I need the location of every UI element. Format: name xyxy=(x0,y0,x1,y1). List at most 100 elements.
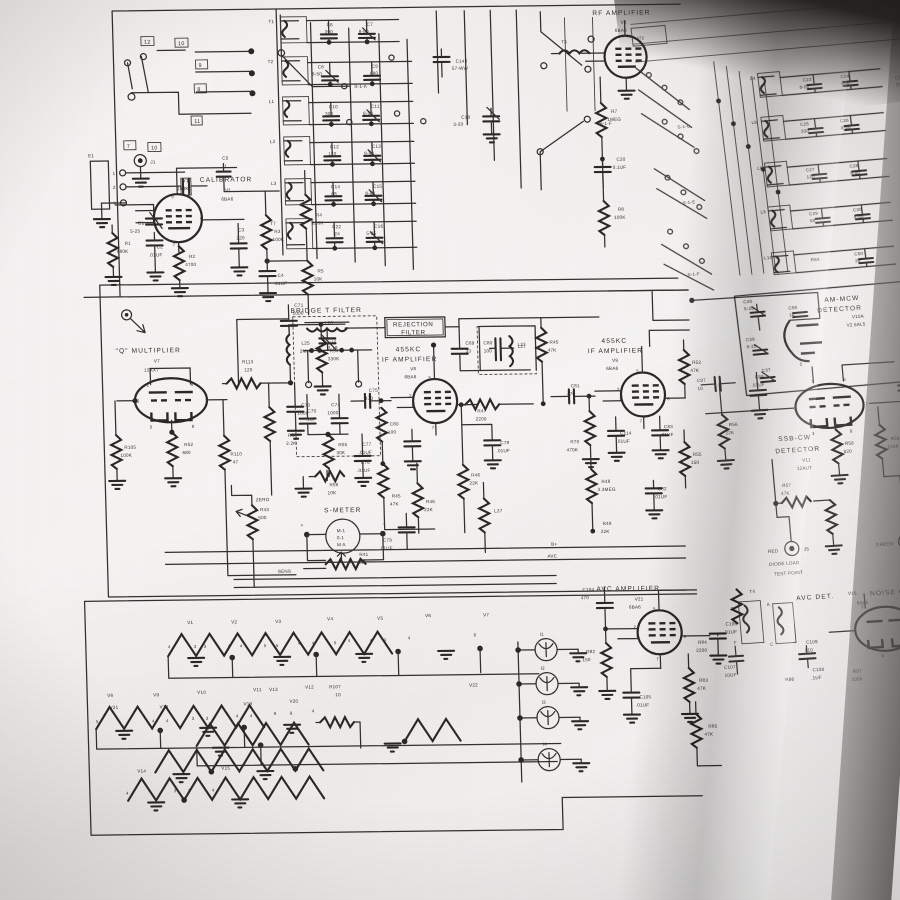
stage-am-mcw-detector: AM-MCW DETECTOR V10A V2 6AL5 2 5 xyxy=(689,291,866,367)
svg-text:C104: C104 xyxy=(582,587,594,592)
svg-text:C10: C10 xyxy=(329,104,338,109)
svg-text:V10A: V10A xyxy=(852,314,865,320)
svg-text:M-1: M-1 xyxy=(337,528,346,533)
svg-text:4: 4 xyxy=(126,791,129,796)
svg-text:R84: R84 xyxy=(698,640,707,645)
svg-text:C14: C14 xyxy=(331,184,340,189)
svg-text:22K: 22K xyxy=(469,481,479,486)
svg-text:C69: C69 xyxy=(465,341,474,346)
svg-text:AVC DET.: AVC DET. xyxy=(796,593,835,602)
svg-text:R47: R47 xyxy=(477,408,486,413)
svg-text:Y1: Y1 xyxy=(183,178,189,183)
svg-text:4: 4 xyxy=(152,718,155,723)
svg-text:C24: C24 xyxy=(840,73,850,79)
svg-text:C11: C11 xyxy=(371,104,380,109)
svg-text:100: 100 xyxy=(388,430,397,435)
svg-text:C36: C36 xyxy=(743,299,753,305)
svg-text:8-50: 8-50 xyxy=(364,151,374,156)
svg-text:330K: 330K xyxy=(328,356,340,361)
svg-text:4: 4 xyxy=(348,638,351,643)
svg-text:R45: R45 xyxy=(549,340,558,345)
svg-text:3: 3 xyxy=(192,716,195,721)
svg-text:12AX7: 12AX7 xyxy=(144,367,159,372)
svg-text:5-25: 5-25 xyxy=(130,229,140,234)
calibrator-title: CALIBRATOR xyxy=(200,176,253,184)
svg-text:V22: V22 xyxy=(469,683,478,688)
svg-text:6BA6: 6BA6 xyxy=(629,605,641,610)
svg-text:4: 4 xyxy=(228,644,231,649)
svg-text:.01UF: .01UF xyxy=(751,382,765,388)
svg-text:C75: C75 xyxy=(369,388,378,393)
svg-text:I3: I3 xyxy=(541,700,546,705)
svg-text:C3: C3 xyxy=(238,227,245,232)
svg-text:8-50: 8-50 xyxy=(365,191,375,196)
input-switch-assembly: S-1-A 12 10 9 8 11 7 10 xyxy=(123,14,427,152)
svg-text:8: 8 xyxy=(197,87,201,93)
svg-text:1: 1 xyxy=(619,397,622,402)
svg-text:R46: R46 xyxy=(426,499,435,504)
svg-text:C6: C6 xyxy=(326,22,333,27)
svg-text:T4: T4 xyxy=(749,589,755,594)
svg-text:R3: R3 xyxy=(274,229,281,234)
svg-text:ZERO: ZERO xyxy=(256,497,270,502)
svg-text:5: 5 xyxy=(171,194,174,199)
svg-text:L1: L1 xyxy=(269,99,275,104)
bridge-t-filter: BRIDGE T FILTER L26 C72 3-19 C73 1000 C7… xyxy=(290,307,382,498)
svg-text:2: 2 xyxy=(409,393,412,398)
svg-text:5: 5 xyxy=(881,653,884,658)
svg-text:AM-MCW: AM-MCW xyxy=(824,295,860,304)
svg-text:V19: V19 xyxy=(243,701,252,706)
heater-row xyxy=(154,746,325,784)
test-points: RED J5 DIODE LOAD TEST POINT GREEN AVC T… xyxy=(768,474,900,577)
svg-text:V8: V8 xyxy=(410,366,416,371)
svg-text:C59: C59 xyxy=(788,305,798,311)
svg-text:SSB-CW: SSB-CW xyxy=(778,434,812,443)
svg-text:100K: 100K xyxy=(120,453,132,458)
svg-text:47K: 47K xyxy=(697,686,707,691)
svg-text:V14: V14 xyxy=(137,769,146,774)
svg-text:C109: C109 xyxy=(806,639,818,645)
svg-text:R52: R52 xyxy=(184,442,193,447)
svg-text:0-1: 0-1 xyxy=(337,535,345,540)
svg-text:120: 120 xyxy=(244,367,253,372)
svg-text:10UF: 10UF xyxy=(724,672,736,678)
svg-text:RED: RED xyxy=(768,548,779,554)
svg-text:C114: C114 xyxy=(620,431,632,436)
svg-text:1000: 1000 xyxy=(293,311,304,316)
svg-text:L3: L3 xyxy=(271,181,277,186)
svg-text:C108: C108 xyxy=(812,667,824,673)
svg-text:.01UF: .01UF xyxy=(724,629,738,634)
coil-section: L3 C14 68 C15 8-50 xyxy=(271,178,417,207)
svg-text:3: 3 xyxy=(188,788,191,793)
svg-text:5: 5 xyxy=(800,362,803,367)
svg-text:S-1-C: S-1-C xyxy=(677,123,691,129)
svg-text:C: C xyxy=(770,642,774,647)
svg-text:R49: R49 xyxy=(603,521,612,526)
svg-text:7: 7 xyxy=(865,401,868,406)
svg-text:R83: R83 xyxy=(699,678,708,683)
svg-text:10: 10 xyxy=(697,386,703,391)
svg-text:C74: C74 xyxy=(331,402,340,407)
svg-text:R113: R113 xyxy=(242,359,254,364)
svg-text:I4: I4 xyxy=(543,742,548,747)
rejection-filter-box: REJECTION FILTER xyxy=(344,316,460,339)
svg-text:68: 68 xyxy=(331,191,337,196)
svg-text:V12: V12 xyxy=(305,685,314,690)
svg-text:5-25: 5-25 xyxy=(746,343,757,349)
svg-text:150: 150 xyxy=(691,460,700,465)
svg-text:12AU7: 12AU7 xyxy=(797,465,813,471)
svg-text:7: 7 xyxy=(205,398,208,403)
svg-text:R87: R87 xyxy=(853,668,863,674)
svg-text:6BA6: 6BA6 xyxy=(606,366,618,371)
svg-text:4: 4 xyxy=(312,641,315,646)
svg-text:J72: J72 xyxy=(636,35,645,41)
svg-text:5: 5 xyxy=(334,640,337,645)
svg-text:2: 2 xyxy=(791,314,794,319)
svg-text:7: 7 xyxy=(127,144,131,150)
svg-text:10: 10 xyxy=(178,41,185,47)
svg-text:AVC AMPLIFIER: AVC AMPLIFIER xyxy=(596,585,660,593)
svg-text:6BA6: 6BA6 xyxy=(404,374,416,379)
